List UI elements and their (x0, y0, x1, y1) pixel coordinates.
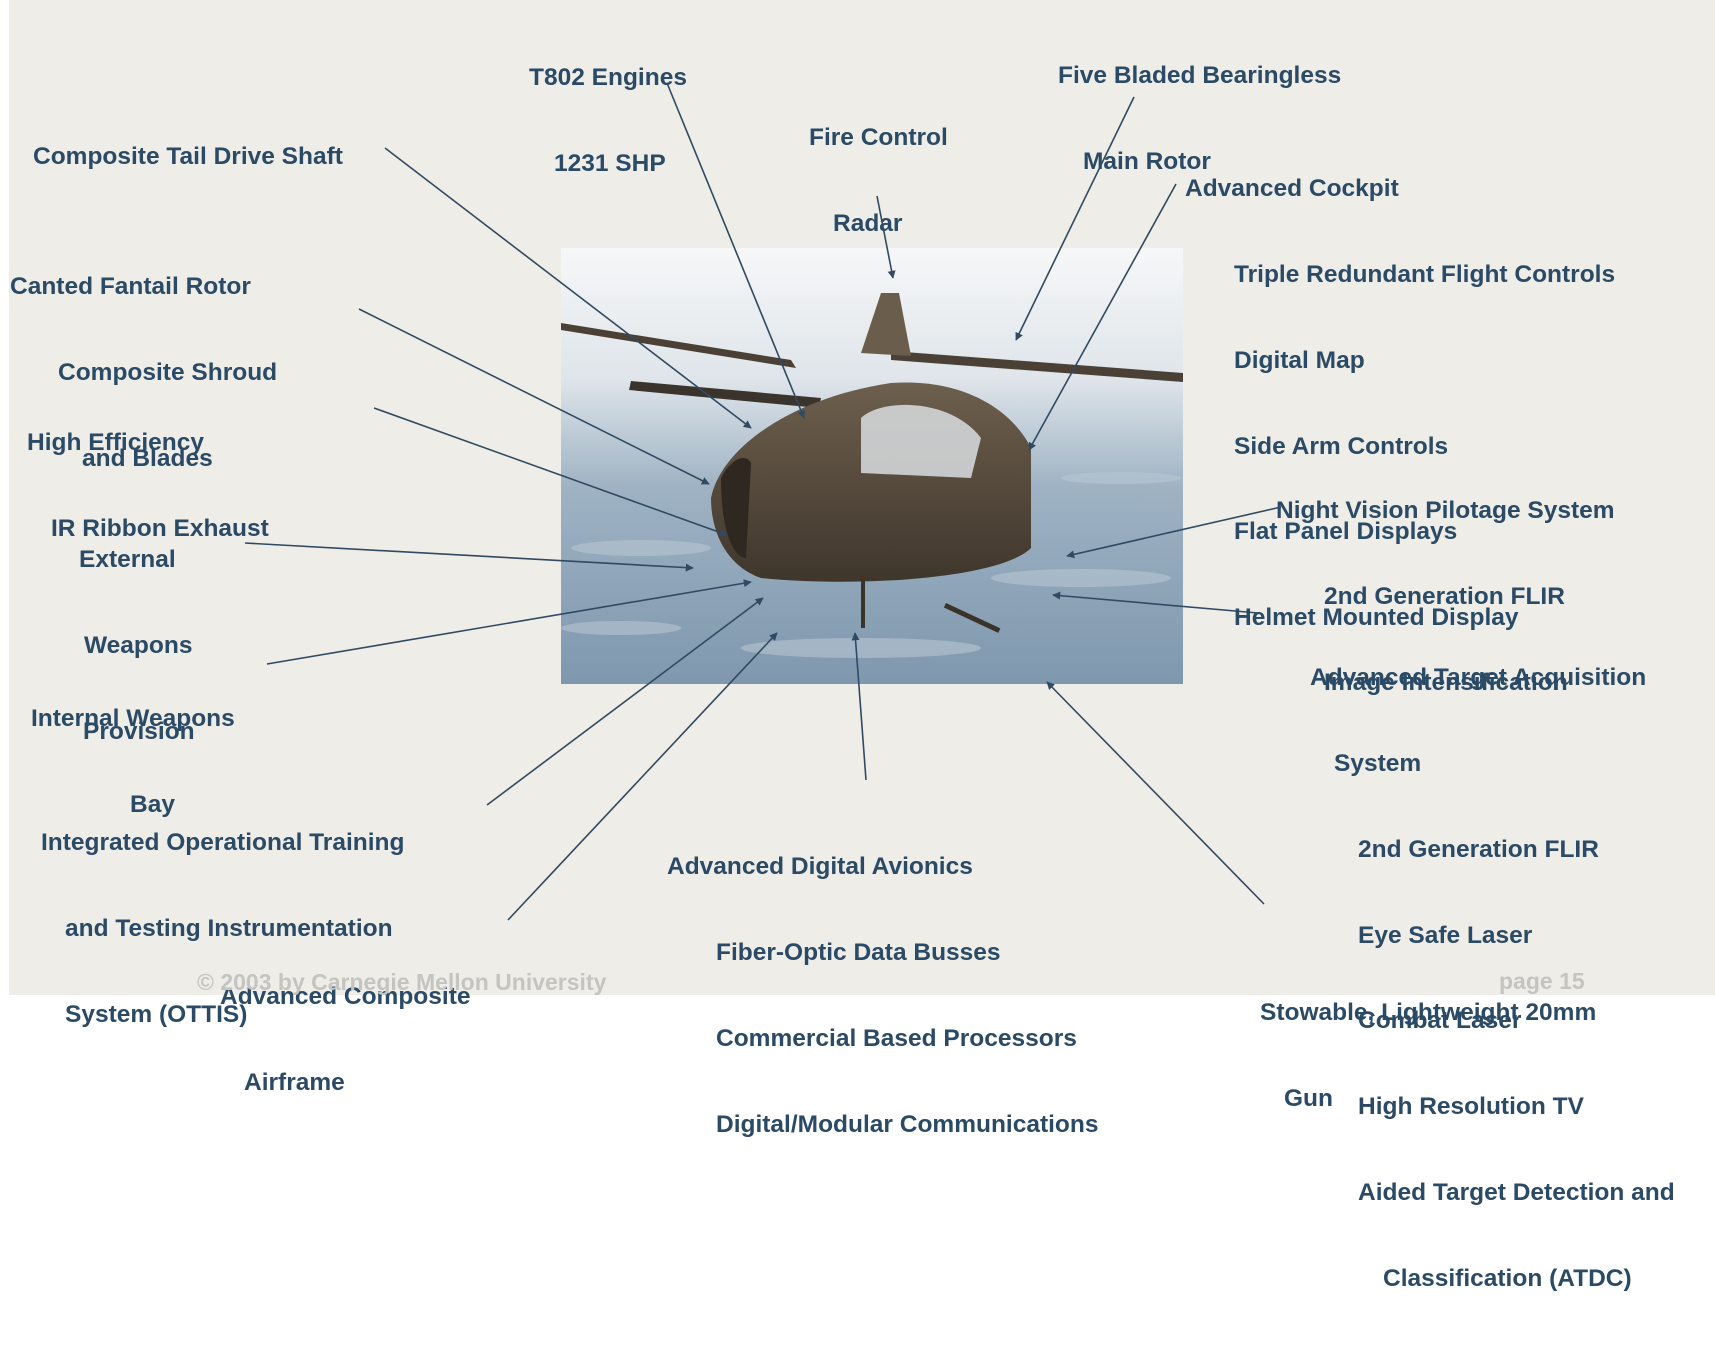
label-line: Provision (83, 717, 195, 745)
label-line: Fire Control (809, 124, 948, 152)
label-line: Integrated Operational Training (41, 829, 405, 857)
footer-page-number: page 15 (1499, 968, 1585, 994)
label-line: 2nd Generation FLIR (1358, 835, 1599, 863)
label-digital-avionics: Advanced Digital Avionics Fiber-Optic Da… (667, 796, 1099, 1196)
callout-arrows (244, 82, 1282, 921)
label-line: Commercial Based Processors (716, 1024, 1077, 1052)
slide: T802 Engines 1231 SHP Five Bladed Bearin… (9, 0, 1715, 1292)
label-line: 2nd Generation FLIR (1324, 582, 1565, 610)
label-line: System (1334, 749, 1422, 777)
label-line: Canted Fantail Rotor (10, 273, 251, 301)
arrow-ext-weapons (244, 542, 694, 572)
label-line: Classification (ATDC) (1383, 1264, 1632, 1292)
label-external-weapons: External Weapons Provision (79, 489, 195, 804)
footer-copyright: © 2003 by Carnegie Mellon University (197, 969, 607, 995)
label-line: Radar (833, 209, 903, 237)
arrow-gun (1046, 681, 1265, 905)
arrow-tail-shaft (384, 147, 752, 429)
label-line: Triple Redundant Flight Controls (1234, 260, 1616, 288)
label-line: and Testing Instrumentation (65, 914, 393, 942)
label-line: IR Ribbon Exhaust (51, 514, 269, 542)
arrow-avionics (851, 632, 867, 781)
label-fantail-rotor: Canted Fantail Rotor Composite Shroud an… (10, 216, 277, 531)
label-fire-control-radar: Fire Control Radar (809, 67, 948, 296)
arrow-fire-control (876, 195, 896, 279)
arrow-exhaust (373, 407, 728, 537)
label-line: Digital/Modular Communications (716, 1110, 1099, 1138)
arrow-airframe (507, 632, 778, 921)
arrow-fantail (358, 308, 710, 485)
label-line: Weapons (84, 631, 193, 659)
label-line: and Blades (82, 444, 213, 472)
label-line: Main Rotor (1083, 147, 1211, 175)
arrow-rotor (1015, 96, 1135, 341)
label-line: Gun (1284, 1084, 1333, 1112)
label-line: 1231 SHP (554, 149, 666, 177)
label-line: Image Intensification (1324, 668, 1568, 696)
label-line: Advanced Digital Avionics (667, 853, 973, 881)
label-line: Fiber-Optic Data Busses (716, 938, 1001, 966)
label-line: Five Bladed Bearingless (1058, 62, 1342, 90)
label-line: T802 Engines (529, 64, 687, 92)
label-line: Digital Map (1234, 346, 1365, 374)
label-line: Airframe (244, 1068, 345, 1096)
arrow-t802 (666, 82, 805, 419)
label-main-rotor: Five Bladed Bearingless Main Rotor (1058, 5, 1341, 234)
label-line: High Efficiency (27, 429, 204, 457)
label-line: Bay (130, 790, 175, 818)
arrow-target-acq (1052, 591, 1259, 614)
arrow-night-vision (1066, 506, 1282, 559)
label-t802-engines: T802 Engines 1231 SHP (529, 7, 687, 236)
arrow-ottis (486, 597, 764, 806)
label-line: Composite Shroud (58, 358, 278, 386)
label-tail-drive-shaft: Composite Tail Drive Shaft (33, 86, 343, 229)
label-line: Eye Safe Laser (1358, 921, 1533, 949)
label-line: Advanced Cockpit (1185, 175, 1399, 203)
label-line: Internal Weapons (31, 705, 235, 733)
label-internal-weapons-bay: Internal Weapons Bay (31, 648, 235, 877)
arrow-cockpit (1028, 183, 1177, 451)
label-line: External (79, 546, 176, 574)
label-night-vision: Night Vision Pilotage System 2nd Generat… (1276, 440, 1615, 755)
label-line: Stowable, Lightweight 20mm (1260, 999, 1597, 1027)
label-line: Flat Panel Displays (1234, 518, 1458, 546)
label-line: Helmet Mounted Display (1234, 604, 1519, 632)
label-advanced-cockpit: Advanced Cockpit Triple Redundant Flight… (1185, 118, 1615, 690)
label-composite-airframe: Advanced Composite Airframe (220, 926, 471, 1155)
arrow-int-weapons (266, 579, 752, 665)
label-line: Advanced Target Acquisition (1310, 664, 1647, 692)
label-line: Side Arm Controls (1234, 432, 1449, 460)
label-line: Night Vision Pilotage System (1276, 497, 1615, 525)
label-ir-exhaust: High Efficiency IR Ribbon Exhaust (27, 372, 269, 601)
helicopter-photo (561, 248, 1183, 684)
label-line: Composite Tail Drive Shaft (33, 143, 343, 171)
label-line: Aided Target Detection and (1358, 1178, 1675, 1206)
